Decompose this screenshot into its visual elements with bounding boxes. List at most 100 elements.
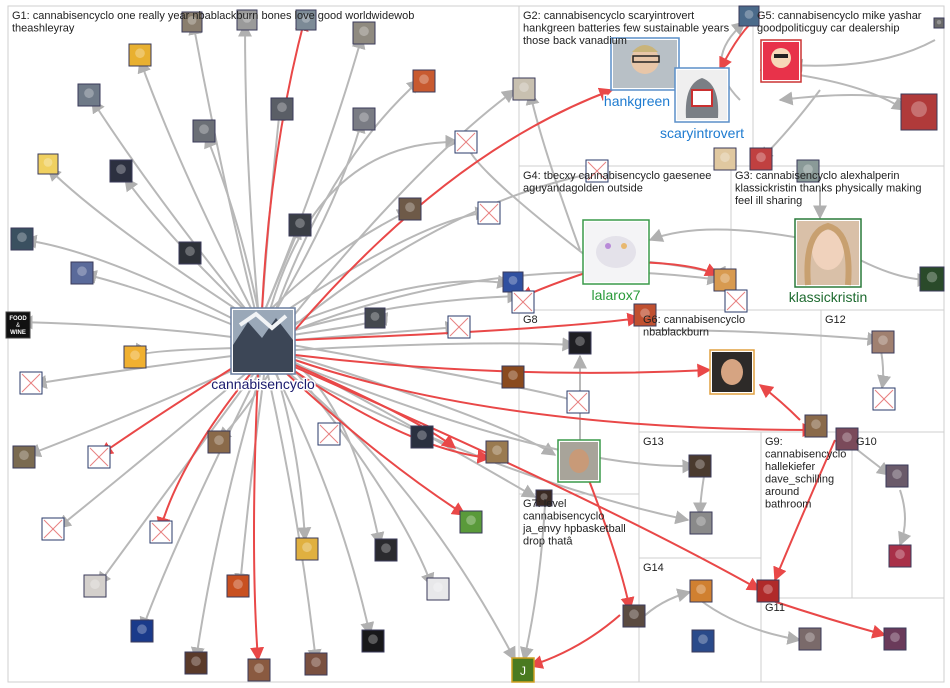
avatar[interactable] <box>738 5 760 27</box>
placeholder-node[interactable] <box>454 130 478 154</box>
avatar[interactable] <box>304 652 328 676</box>
scaryintrovert-label: scaryintrovert <box>660 125 744 141</box>
avatar[interactable] <box>689 511 713 535</box>
hankgreen-node[interactable] <box>610 37 680 91</box>
group-label-line: G13 <box>643 436 664 448</box>
avatar[interactable] <box>295 9 317 31</box>
placeholder-node[interactable] <box>149 520 173 544</box>
placeholder-node[interactable] <box>19 371 43 395</box>
edge <box>274 371 375 637</box>
edge <box>267 374 322 664</box>
avatar[interactable] <box>77 83 101 107</box>
avatar[interactable] <box>804 414 828 438</box>
group-label-line: drop thatâ <box>523 536 573 548</box>
edge <box>91 98 249 313</box>
avatar[interactable] <box>236 9 258 31</box>
placeholder-node[interactable] <box>477 201 501 225</box>
avatar[interactable] <box>123 345 147 369</box>
avatar[interactable] <box>900 93 938 131</box>
avatar[interactable] <box>184 651 208 675</box>
avatar[interactable] <box>361 629 385 653</box>
avatar[interactable] <box>919 266 945 292</box>
avatar[interactable] <box>270 97 294 121</box>
placeholder-node[interactable] <box>87 445 111 469</box>
avatar[interactable] <box>410 425 434 449</box>
j-node[interactable]: J <box>511 657 535 683</box>
scaryintrovert-node[interactable] <box>674 67 730 123</box>
avatar[interactable] <box>885 464 909 488</box>
avatar[interactable] <box>535 489 553 507</box>
avatar[interactable] <box>288 213 312 237</box>
avatar[interactable] <box>713 268 737 292</box>
avatar[interactable] <box>888 544 912 568</box>
avatar[interactable] <box>364 307 386 329</box>
avatar[interactable] <box>798 627 822 651</box>
g5-cartoon-avatar-node[interactable] <box>760 39 802 83</box>
placeholder-node[interactable] <box>41 517 65 541</box>
avatar[interactable] <box>749 147 773 171</box>
placeholder-node[interactable] <box>724 289 748 313</box>
avatar[interactable] <box>622 604 646 628</box>
edge-red <box>98 359 246 456</box>
avatar[interactable] <box>70 261 94 285</box>
avatar[interactable] <box>756 579 780 603</box>
placeholder-node[interactable] <box>447 315 471 339</box>
avatar[interactable] <box>207 430 231 454</box>
avatar[interactable] <box>883 627 907 651</box>
avatar[interactable] <box>412 69 436 93</box>
avatar[interactable] <box>796 159 820 183</box>
avatar[interactable] <box>691 629 715 653</box>
avatar[interactable] <box>12 445 36 469</box>
avatar[interactable] <box>130 619 154 643</box>
food-wine-node[interactable]: FOOD & WINE <box>5 311 31 339</box>
avatar[interactable] <box>835 427 859 451</box>
avatar[interactable] <box>247 658 271 682</box>
group-label-g8: G8 <box>523 314 538 326</box>
avatar[interactable] <box>295 537 319 561</box>
edge <box>289 361 697 474</box>
avatar[interactable] <box>485 440 509 464</box>
group-label-line: G4: tbecxy cannabisencyclo gaesenee <box>523 170 711 182</box>
avatar[interactable] <box>352 107 376 131</box>
avatar[interactable] <box>226 574 250 598</box>
klassickristin-node[interactable] <box>794 218 862 288</box>
avatar[interactable] <box>10 227 34 251</box>
avatar[interactable] <box>83 574 107 598</box>
placeholder-node[interactable] <box>585 159 609 183</box>
avatar[interactable] <box>192 119 216 143</box>
edge <box>190 374 261 662</box>
avatar[interactable] <box>871 330 895 354</box>
avatar[interactable] <box>398 197 422 221</box>
avatar[interactable] <box>178 241 202 265</box>
placeholder-node[interactable] <box>566 390 590 414</box>
edge-red <box>250 373 265 662</box>
avatar[interactable] <box>181 11 203 33</box>
edge <box>294 337 577 352</box>
hub-node[interactable] <box>230 307 296 375</box>
g8-avatar-node[interactable] <box>557 439 601 483</box>
group-box-g11 <box>760 597 945 683</box>
avatar[interactable] <box>933 17 945 29</box>
avatar[interactable] <box>633 303 657 327</box>
avatar[interactable] <box>109 159 133 183</box>
avatar[interactable] <box>426 577 450 601</box>
g6-avatar-node[interactable] <box>709 349 755 395</box>
avatar[interactable] <box>502 271 524 293</box>
placeholder-node[interactable] <box>317 422 341 446</box>
placeholder-node[interactable] <box>872 387 896 411</box>
avatar[interactable] <box>459 510 483 534</box>
avatar[interactable] <box>352 21 376 45</box>
lalarox7-node[interactable] <box>582 219 650 285</box>
group-label-line: those back vanadium <box>523 35 627 47</box>
avatar[interactable] <box>501 365 525 389</box>
avatar[interactable] <box>37 153 59 175</box>
avatar[interactable] <box>374 538 398 562</box>
avatar[interactable] <box>568 331 592 355</box>
avatar[interactable] <box>128 43 152 67</box>
avatar[interactable] <box>688 454 712 478</box>
avatar[interactable] <box>713 147 737 171</box>
placeholder-node[interactable] <box>511 290 535 314</box>
avatar[interactable] <box>512 77 536 101</box>
avatar[interactable] <box>689 579 713 603</box>
